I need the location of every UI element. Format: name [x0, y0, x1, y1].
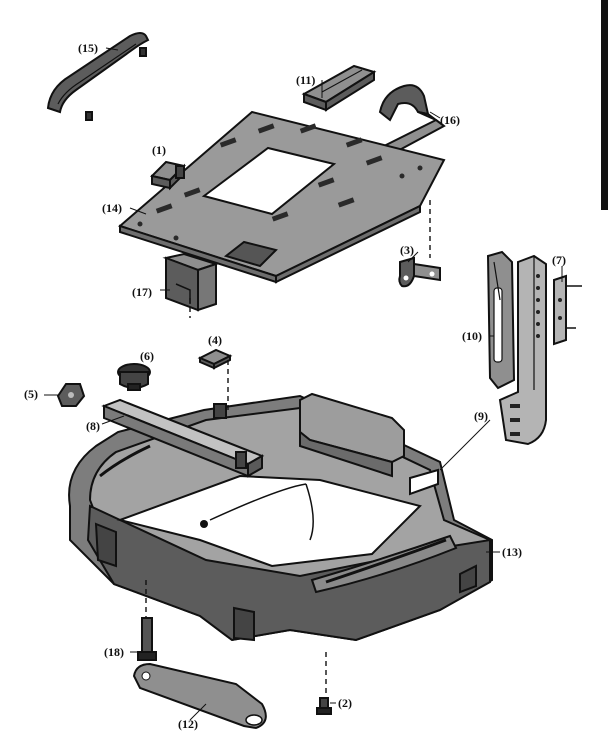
label-part-3: (3)	[400, 243, 414, 257]
part-clip	[150, 160, 186, 191]
part-screw	[316, 697, 332, 715]
part-foot-plate	[132, 662, 267, 730]
part-support-block	[162, 252, 220, 312]
part-base	[68, 392, 493, 642]
label-part-5: (5)	[24, 387, 38, 401]
part-corner-bracket	[378, 84, 446, 156]
assembly-lines	[145, 200, 431, 698]
label-part-12: (12)	[178, 717, 198, 731]
part-nut	[56, 383, 86, 407]
part-knob	[117, 363, 151, 391]
label-part-10: (10)	[462, 329, 482, 343]
label-part-8: (8)	[86, 419, 100, 433]
label-part-18: (18)	[104, 645, 124, 659]
label-part-17: (17)	[132, 285, 152, 299]
part-handle	[46, 32, 150, 121]
part-small-bracket	[398, 256, 441, 288]
label-part-2: (2)	[338, 696, 352, 710]
part-labels: (15) (11) (16) (1) (14) (3) (7) (17) (10…	[24, 41, 566, 731]
label-part-16: (16)	[440, 113, 460, 127]
label-part-1: (1)	[152, 143, 166, 157]
part-fence-bracket	[498, 254, 547, 446]
label-part-14: (14)	[102, 201, 122, 215]
label-part-15: (15)	[78, 41, 98, 55]
scan-edge-bar	[601, 0, 608, 210]
part-key	[197, 348, 233, 370]
label-part-13: (13)	[502, 545, 522, 559]
part-slot-plate	[486, 250, 516, 390]
label-part-6: (6)	[140, 349, 154, 363]
part-top-plate	[117, 110, 446, 284]
label-part-11: (11)	[296, 73, 315, 87]
leader-lines	[44, 47, 563, 721]
label-part-9: (9)	[474, 409, 488, 423]
part-rail	[101, 398, 265, 478]
part-bolt	[137, 617, 157, 661]
label-part-4: (4)	[208, 333, 222, 347]
label-part-7: (7)	[552, 253, 566, 267]
part-thin-plate	[553, 274, 582, 346]
